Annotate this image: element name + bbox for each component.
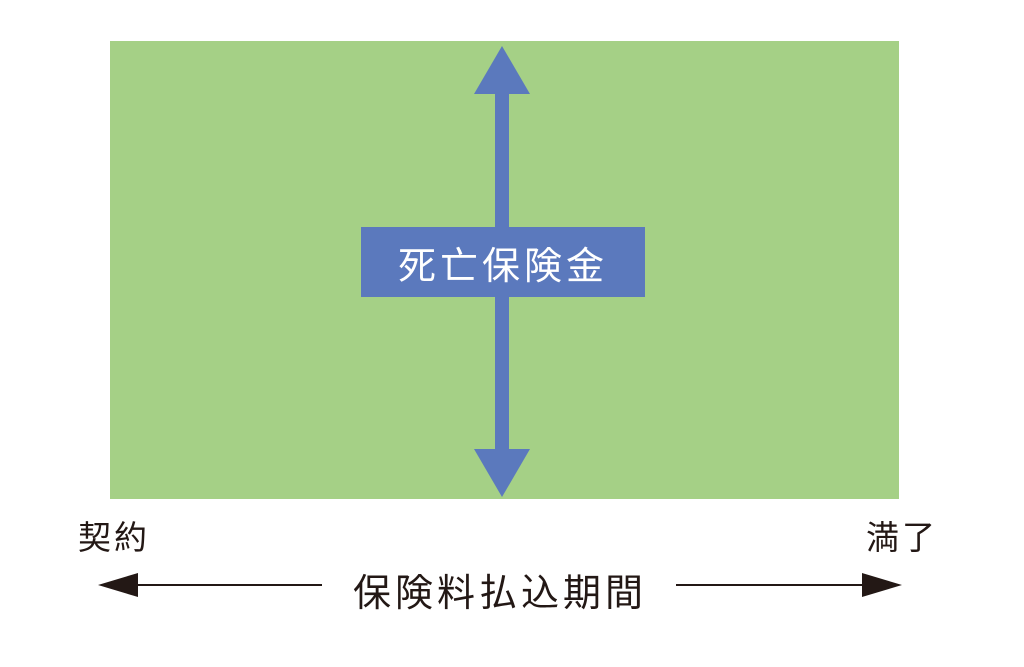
timeline-left-arrowhead xyxy=(98,573,138,597)
benefit-arrow-up-head xyxy=(474,46,530,94)
premium-payment-period-label: 保険料払込期間 xyxy=(352,571,647,615)
timeline-right-arrowhead xyxy=(862,573,902,597)
contract-start-label: 契約 xyxy=(78,518,150,557)
benefit-arrow-down-head xyxy=(474,449,530,497)
death-benefit-label: 死亡保険金 xyxy=(397,243,608,288)
contract-end-label: 満了 xyxy=(866,518,938,557)
death-benefit-box: 死亡保険金 xyxy=(361,227,645,297)
